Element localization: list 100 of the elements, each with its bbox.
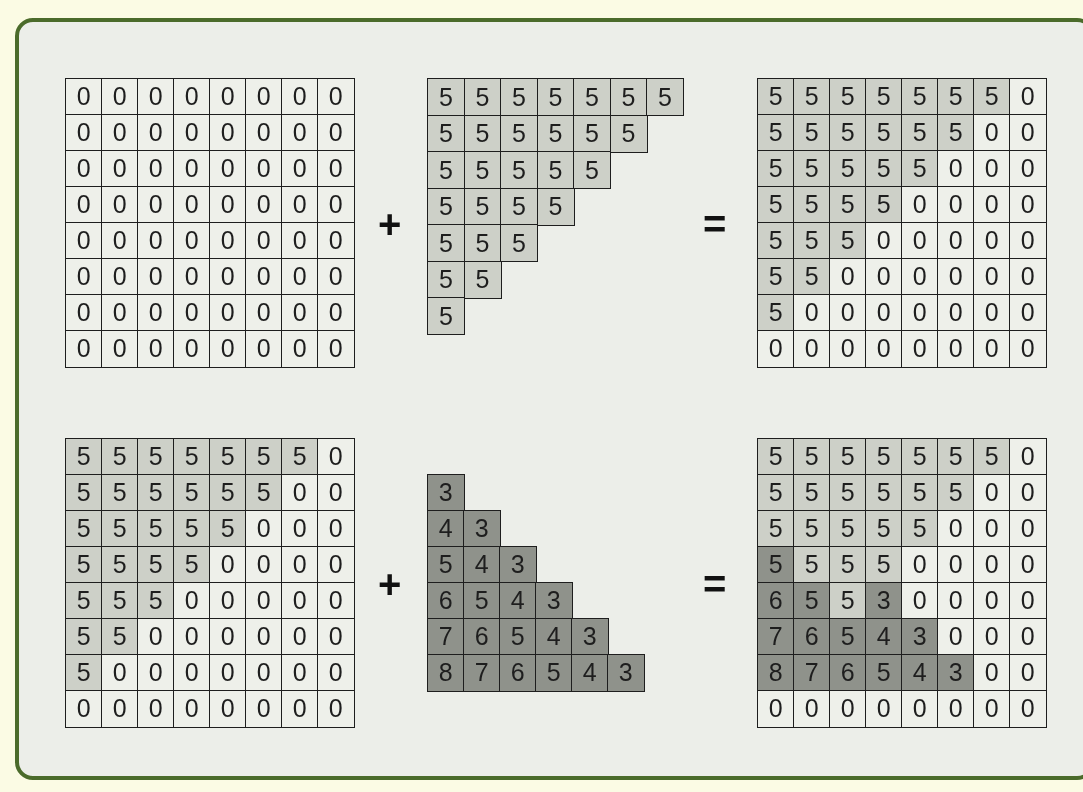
grid-cell: 0 xyxy=(317,582,355,620)
grid-cell: 0 xyxy=(901,690,939,728)
grid-cell: 5 xyxy=(427,78,465,116)
grid-cell: 0 xyxy=(1009,186,1047,224)
grid-cell: 3 xyxy=(535,582,573,620)
grid-cell: 0 xyxy=(317,510,355,548)
grid-cell: 0 xyxy=(281,330,319,368)
grid-cell: 0 xyxy=(317,438,355,476)
grid-cell: 5 xyxy=(500,78,538,116)
grid-cell: 0 xyxy=(1009,78,1047,116)
grid-cell: 4 xyxy=(571,654,609,692)
grid-cell: 6 xyxy=(499,654,537,692)
grid-cell: 5 xyxy=(463,260,502,299)
grid-cell: 0 xyxy=(793,330,831,368)
grid-cell: 0 xyxy=(317,690,355,728)
grid-cell: 0 xyxy=(1009,474,1047,512)
grid-cell: 8 xyxy=(427,654,465,692)
grid-cell: 5 xyxy=(536,151,575,189)
grid-cell: 5 xyxy=(609,114,648,153)
grid-cell: 5 xyxy=(536,78,575,116)
grid-cell: 5 xyxy=(463,78,502,116)
grid-cell: 5 xyxy=(463,151,502,189)
grid-cell: 5 xyxy=(427,151,465,189)
grid-cell: 0 xyxy=(245,690,283,728)
grid-cell: 5 xyxy=(427,187,465,226)
grid-cell: 5 xyxy=(427,224,465,262)
grid-cell: 0 xyxy=(793,690,831,728)
grid-cell: 0 xyxy=(829,690,867,728)
grid-cell: 0 xyxy=(973,690,1011,728)
grid-cell: 0 xyxy=(1009,222,1047,260)
grid-cell: 0 xyxy=(1009,330,1047,368)
grid-cell: 0 xyxy=(865,690,903,728)
grid-cell: 0 xyxy=(973,330,1011,368)
grid-cell: 0 xyxy=(865,330,903,368)
grid-cell: 7 xyxy=(463,654,501,692)
grid-cell: 0 xyxy=(317,294,355,332)
grid-cell: 0 xyxy=(65,690,103,728)
grid-cell: 5 xyxy=(427,260,465,299)
grid-cell: 0 xyxy=(757,690,795,728)
equals-sign: = xyxy=(703,564,727,604)
grid-cell: 3 xyxy=(463,510,501,548)
grid-cell: 5 xyxy=(500,114,538,153)
grid-cell: 0 xyxy=(317,150,355,188)
grid-cell: 0 xyxy=(1009,690,1047,728)
grid-cell: 0 xyxy=(1009,546,1047,584)
plus-sign: + xyxy=(378,204,402,244)
grid-cell: 0 xyxy=(317,114,355,152)
grid-cell: 0 xyxy=(829,330,867,368)
grid-cell: 5 xyxy=(463,114,502,153)
grid-cell: 0 xyxy=(317,222,355,260)
grid-cell: 5 xyxy=(536,114,575,153)
grid-cell: 5 xyxy=(573,151,611,189)
grid-cell: 0 xyxy=(209,690,247,728)
grid-cell: 0 xyxy=(317,258,355,296)
grid-cell: 0 xyxy=(173,690,211,728)
grid-cell: 5 xyxy=(536,187,575,226)
equals-sign: = xyxy=(703,204,727,244)
grid-cell: 0 xyxy=(757,330,795,368)
grid-cell: 3 xyxy=(427,474,465,512)
grid-cell: 0 xyxy=(1009,654,1047,692)
grid-cell: 3 xyxy=(571,618,609,656)
grid-cell: 0 xyxy=(101,330,139,368)
grid-cell: 0 xyxy=(317,330,355,368)
grid-cell: 0 xyxy=(1009,150,1047,188)
grid-cell: 5 xyxy=(463,224,502,262)
grid-cell: 5 xyxy=(573,114,611,153)
grid-cell: 0 xyxy=(1009,510,1047,548)
grid-cell: 5 xyxy=(535,654,573,692)
grid-cell: 5 xyxy=(573,78,611,116)
grid-cell: 0 xyxy=(173,330,211,368)
grid-cell: 0 xyxy=(209,330,247,368)
grid-cell: 0 xyxy=(137,330,175,368)
grid-cell: 0 xyxy=(317,654,355,692)
grid-cell: 0 xyxy=(901,330,939,368)
grid-cell: 0 xyxy=(65,330,103,368)
grid-cell: 0 xyxy=(317,546,355,584)
grid-cell: 3 xyxy=(607,654,645,692)
grid-cell: 5 xyxy=(500,224,538,262)
grid-cell: 3 xyxy=(499,546,537,584)
grid-cell: 0 xyxy=(317,474,355,512)
grid-cell: 0 xyxy=(317,618,355,656)
grid-cell: 0 xyxy=(937,330,975,368)
grid-cell: 5 xyxy=(463,187,502,226)
grid-cell: 0 xyxy=(317,78,355,116)
grid-cell: 5 xyxy=(609,78,648,116)
grid-cell: 5 xyxy=(500,187,538,226)
grid-cell: 5 xyxy=(427,297,465,335)
grid-cell: 0 xyxy=(1009,114,1047,152)
grid-cell: 0 xyxy=(101,690,139,728)
grid-cell: 0 xyxy=(1009,294,1047,332)
grid-cell: 0 xyxy=(317,186,355,224)
grid-cell: 0 xyxy=(245,330,283,368)
grid-cell: 5 xyxy=(427,114,465,153)
grid-cell: 0 xyxy=(281,690,319,728)
grid-cell: 0 xyxy=(137,690,175,728)
grid-cell: 0 xyxy=(1009,258,1047,296)
grid-cell: 0 xyxy=(1009,618,1047,656)
grid-cell: 0 xyxy=(1009,582,1047,620)
grid-cell: 5 xyxy=(646,78,684,116)
grid-cell: 0 xyxy=(1009,438,1047,476)
